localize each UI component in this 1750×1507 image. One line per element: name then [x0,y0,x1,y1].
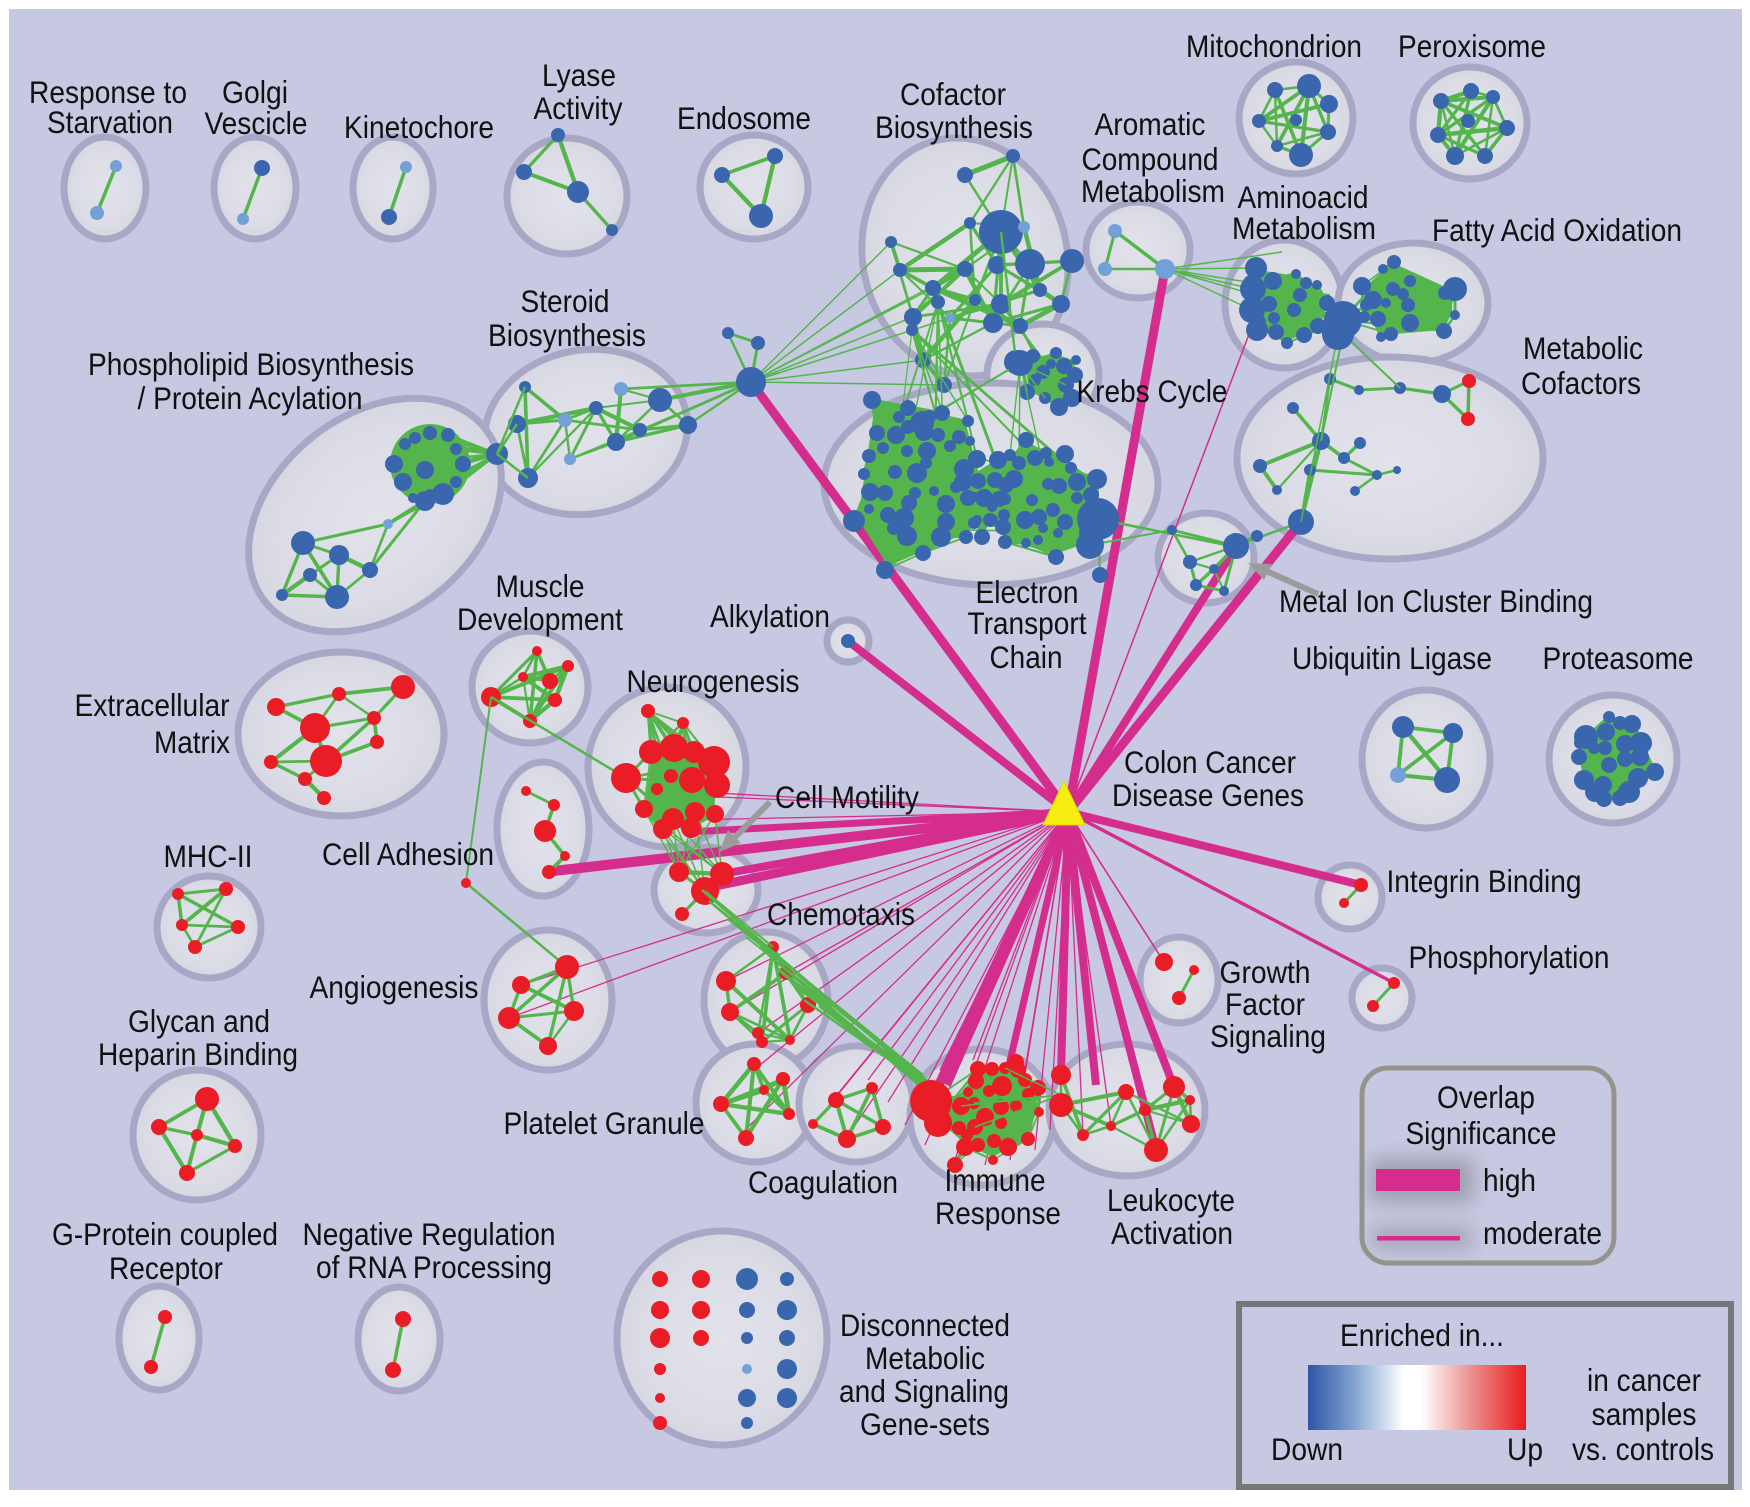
svg-text:G-Protein coupled: G-Protein coupled [52,1216,278,1252]
svg-text:Development: Development [457,601,623,637]
svg-text:Mitochondrion: Mitochondrion [1186,28,1362,64]
svg-text:Overlap: Overlap [1437,1079,1535,1115]
svg-text:Lyase: Lyase [542,57,616,93]
svg-text:Immune: Immune [945,1162,1046,1198]
svg-text:Transport: Transport [968,605,1087,641]
svg-text:Significance: Significance [1406,1115,1557,1151]
svg-text:Krebs Cycle: Krebs Cycle [1077,373,1228,409]
svg-text:in cancer: in cancer [1587,1362,1701,1398]
svg-text:Golgi: Golgi [222,74,288,110]
svg-text:Biosynthesis: Biosynthesis [875,109,1033,145]
svg-text:Vescicle: Vescicle [205,105,308,141]
svg-text:Chain: Chain [990,639,1063,675]
svg-text:Down: Down [1271,1431,1343,1467]
svg-text:Extracellular: Extracellular [75,687,230,723]
svg-text:Matrix: Matrix [154,724,230,760]
svg-text:Starvation: Starvation [47,104,173,140]
svg-text:Neurogenesis: Neurogenesis [627,663,800,699]
svg-text:Chemotaxis: Chemotaxis [767,896,915,932]
svg-text:Response to: Response to [29,74,187,110]
svg-text:Steroid: Steroid [521,283,610,319]
svg-text:vs. controls: vs. controls [1572,1431,1714,1467]
svg-text:Aminoacid: Aminoacid [1238,179,1369,215]
svg-text:Metal Ion Cluster Binding: Metal Ion Cluster Binding [1279,583,1593,619]
svg-text:Compound: Compound [1082,141,1219,177]
svg-text:Cofactors: Cofactors [1521,365,1641,401]
svg-text:of RNA Processing: of RNA Processing [316,1249,552,1285]
svg-text:/ Protein Acylation: / Protein Acylation [138,380,363,416]
svg-text:Phosphorylation: Phosphorylation [1409,939,1610,975]
svg-text:Endosome: Endosome [677,100,811,136]
svg-text:Disease Genes: Disease Genes [1112,777,1304,813]
svg-text:Peroxisome: Peroxisome [1398,28,1546,64]
svg-text:Up: Up [1507,1431,1543,1467]
svg-text:Gene-sets: Gene-sets [860,1406,990,1442]
svg-text:Coagulation: Coagulation [748,1164,898,1200]
svg-text:Phospholipid Biosynthesis: Phospholipid Biosynthesis [88,346,414,382]
svg-text:Cell Motility: Cell Motility [775,779,919,815]
svg-text:Cell Adhesion: Cell Adhesion [322,836,494,872]
svg-text:high: high [1483,1162,1536,1198]
svg-text:Heparin Binding: Heparin Binding [98,1036,298,1072]
svg-text:Signaling: Signaling [1210,1018,1326,1054]
svg-text:Activation: Activation [1111,1215,1233,1251]
svg-text:Metabolic: Metabolic [865,1340,985,1376]
svg-text:Response: Response [935,1195,1061,1231]
svg-text:Metabolism: Metabolism [1232,210,1376,246]
svg-text:Factor: Factor [1225,986,1305,1022]
svg-text:Enriched in...: Enriched in... [1340,1317,1504,1353]
svg-text:samples: samples [1592,1396,1697,1432]
svg-text:Ubiquitin Ligase: Ubiquitin Ligase [1292,640,1492,676]
svg-text:Metabolism: Metabolism [1081,173,1225,209]
svg-text:Proteasome: Proteasome [1543,640,1694,676]
svg-text:Kinetochore: Kinetochore [344,109,494,145]
svg-text:Metabolic: Metabolic [1523,330,1643,366]
svg-text:Alkylation: Alkylation [710,598,830,634]
svg-text:Glycan and: Glycan and [128,1003,270,1039]
svg-text:and Signaling: and Signaling [839,1373,1009,1409]
svg-text:Growth: Growth [1220,954,1311,990]
svg-text:Integrin Binding: Integrin Binding [1387,863,1582,899]
svg-text:MHC-II: MHC-II [164,838,253,874]
svg-text:moderate: moderate [1483,1215,1602,1251]
svg-text:Fatty Acid Oxidation: Fatty Acid Oxidation [1432,212,1682,248]
svg-text:Aromatic: Aromatic [1095,106,1206,142]
svg-text:Receptor: Receptor [109,1250,223,1286]
svg-text:Muscle: Muscle [496,568,585,604]
svg-text:Cofactor: Cofactor [900,76,1006,112]
svg-text:Colon Cancer: Colon Cancer [1124,744,1296,780]
svg-text:Activity: Activity [534,90,623,126]
svg-text:Angiogenesis: Angiogenesis [310,969,479,1005]
svg-text:Electron: Electron [976,574,1079,610]
svg-text:Biosynthesis: Biosynthesis [488,317,646,353]
svg-text:Negative Regulation: Negative Regulation [303,1216,556,1252]
svg-text:Disconnected: Disconnected [840,1307,1010,1343]
svg-text:Platelet Granule: Platelet Granule [504,1105,705,1141]
svg-text:Leukocyte: Leukocyte [1107,1182,1235,1218]
